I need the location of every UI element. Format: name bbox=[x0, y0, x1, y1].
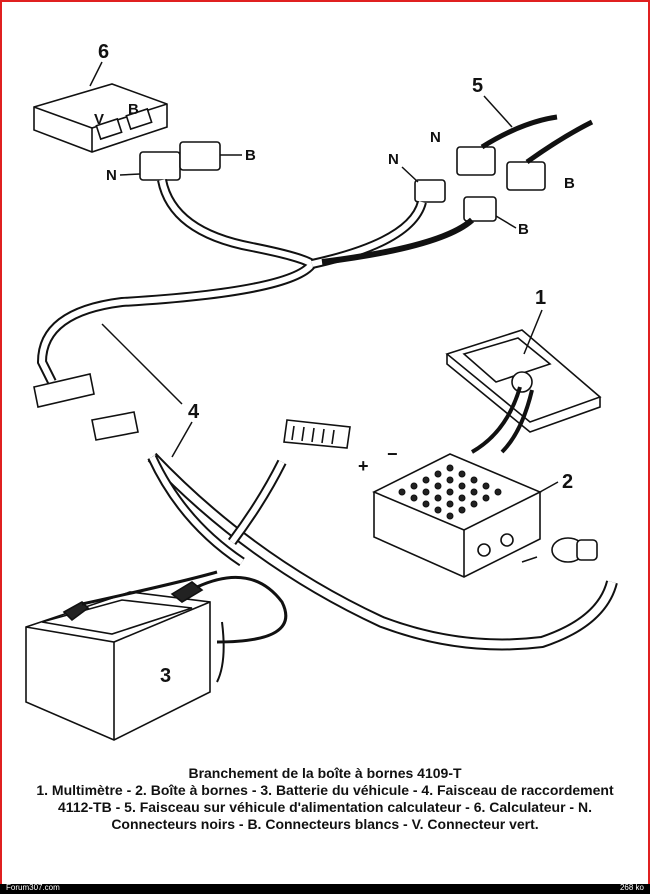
terminal-box bbox=[372, 453, 542, 578]
wiring-diagram: 6 V B N B 5 N B N B bbox=[25, 41, 618, 741]
footer-size-label: 268 ko bbox=[619, 883, 644, 892]
callout-6: 6 bbox=[98, 41, 109, 63]
callout-1: 1 bbox=[535, 287, 546, 309]
calculator-connectors bbox=[139, 141, 221, 181]
callout-2: 2 bbox=[562, 471, 573, 493]
label-v-green-connector: V bbox=[94, 111, 104, 128]
figure-caption: Branchement de la boîte à bornes 4109-T … bbox=[30, 765, 620, 833]
battery-clamps bbox=[62, 581, 204, 622]
calculator-unit bbox=[33, 83, 168, 153]
terminal-box-plug bbox=[521, 537, 598, 563]
caption-title: Branchement de la boîte à bornes 4109-T bbox=[188, 765, 462, 781]
vehicle-battery bbox=[25, 591, 211, 741]
minus-terminal-symbol: − bbox=[387, 444, 398, 464]
multimeter bbox=[445, 329, 602, 433]
label-b-calculator: B bbox=[128, 101, 139, 118]
plus-terminal-symbol: + bbox=[358, 456, 369, 476]
label-n-harness: N bbox=[388, 151, 399, 168]
harness-end-connectors bbox=[33, 373, 351, 449]
callout-5: 5 bbox=[472, 75, 483, 97]
caption-body: 1. Multimètre - 2. Boîte à bornes - 3. B… bbox=[36, 782, 614, 832]
harness-connectors-right bbox=[414, 179, 497, 222]
footer-bar: Forum307.com 268 ko bbox=[0, 883, 650, 894]
label-n-calculator: N bbox=[106, 167, 117, 184]
vehicle-harness-connectors bbox=[456, 114, 594, 191]
harness-cable bbox=[36, 178, 618, 651]
label-n-vehicle: N bbox=[430, 129, 441, 146]
callout-4: 4 bbox=[188, 401, 200, 423]
label-b-vehicle: B bbox=[564, 175, 575, 192]
footer-site-label: Forum307.com bbox=[6, 883, 60, 892]
callout-3: 3 bbox=[160, 665, 171, 687]
label-b-harness: B bbox=[518, 221, 529, 238]
label-b-calculator-2: B bbox=[245, 147, 256, 164]
